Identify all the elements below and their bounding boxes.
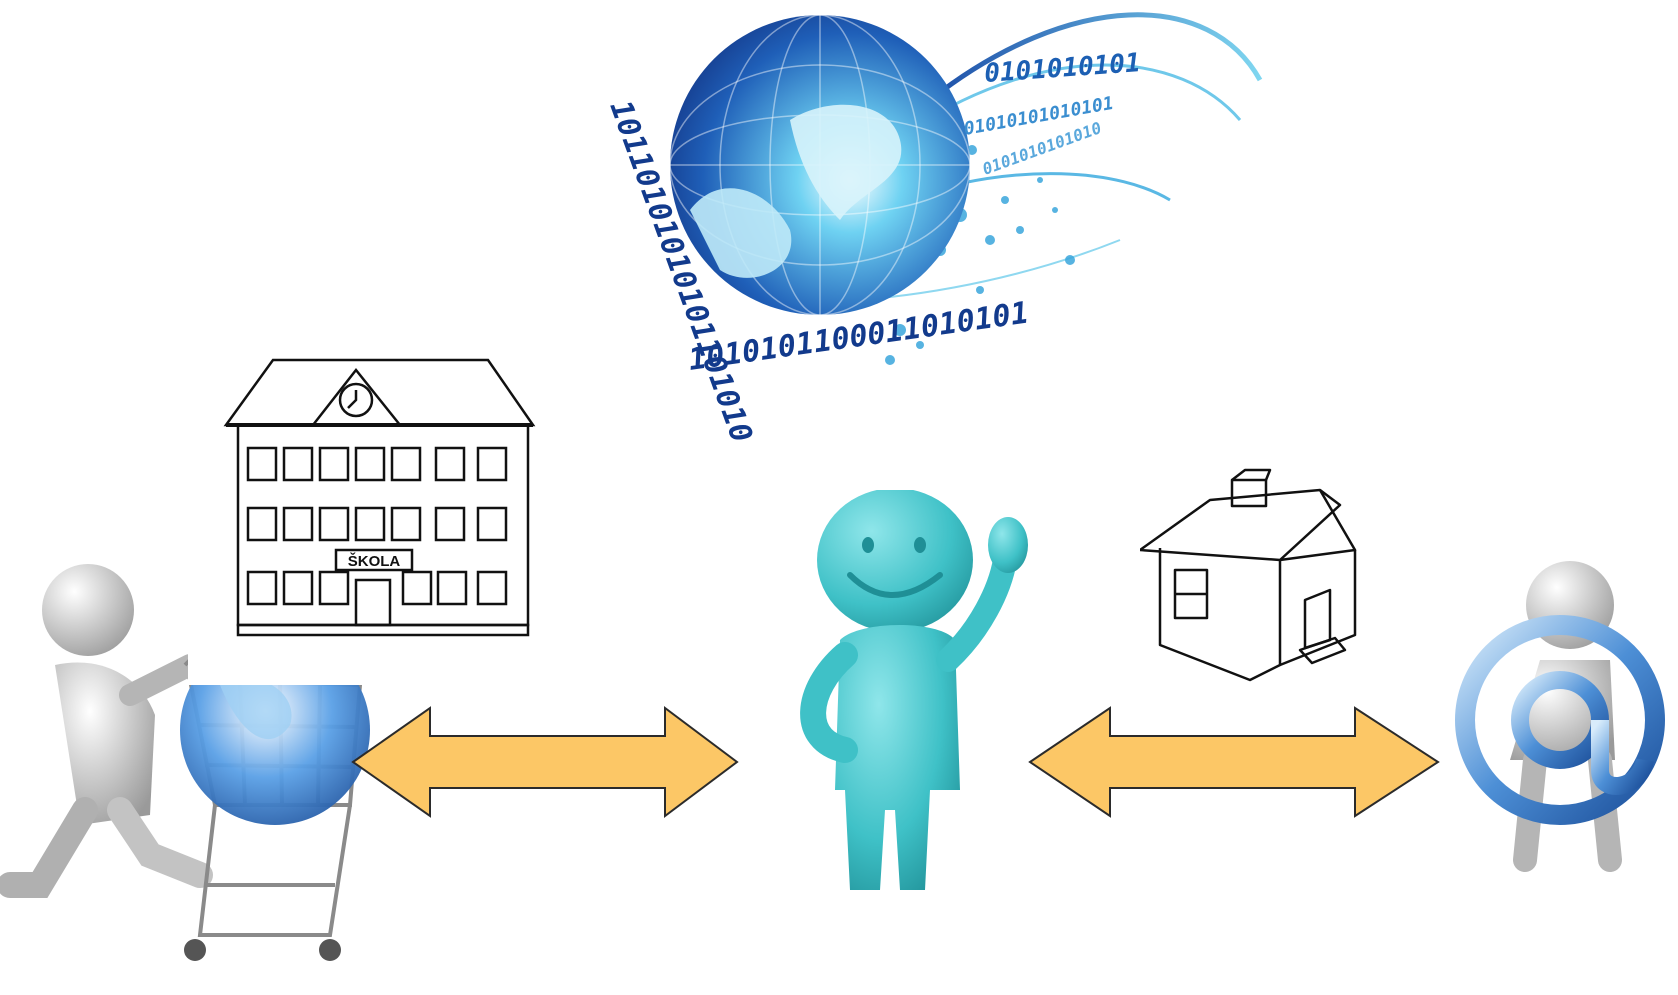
email-figure-image — [1450, 560, 1678, 890]
waving-teal-figure-icon — [800, 490, 1028, 890]
left-double-arrow — [345, 700, 755, 820]
double-arrow-icon — [1028, 706, 1440, 818]
right-double-arrow — [1020, 700, 1450, 820]
at-sign-figure-icon — [1455, 561, 1665, 872]
school-image: ŠKOLA — [188, 340, 568, 685]
binary-trail-1: 0101010101 — [983, 48, 1141, 89]
person-figure-image — [790, 490, 1040, 910]
double-arrow-icon — [351, 706, 739, 818]
house-image — [1140, 460, 1400, 710]
house-sketch-icon — [1140, 468, 1357, 682]
school-sign: ŠKOLA — [348, 552, 401, 570]
globe-binary-image: 1011010101010110101010110101 10101011000… — [600, 0, 1360, 440]
school-building-icon: ŠKOLA — [223, 358, 536, 637]
globe-binary-icon: 1011010101010110101010110101 10101011000… — [602, 12, 1263, 440]
